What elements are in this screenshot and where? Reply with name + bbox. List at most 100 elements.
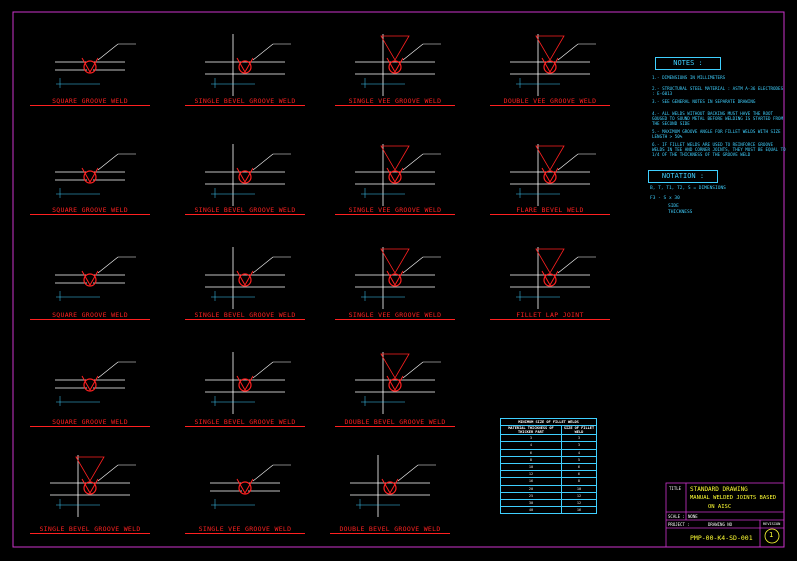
sheet-border [12, 11, 785, 548]
table-cell: 10 [560, 484, 598, 493]
notation-line-1: B, T, T1, T2, S = DIMENSIONS [650, 186, 726, 191]
weld-label: SINGLE BEVEL GROOVE WELD [30, 525, 150, 534]
table-cell: 5 [560, 455, 598, 464]
weld-label: SQUARE GROOVE WELD [30, 206, 150, 215]
tb-drawing-no: PMP-00-K4-SD-001 [690, 534, 753, 542]
weld-detail [205, 34, 291, 96]
weld-label: DOUBLE BEVEL GROOVE WELD [330, 525, 450, 534]
tb-revision-label: REVISION [763, 522, 781, 526]
weld-detail [55, 153, 136, 198]
weld-label: SQUARE GROOVE WELD [30, 418, 150, 427]
table-cell: 12 [500, 470, 562, 479]
weld-detail [205, 352, 291, 414]
weld-detail [55, 361, 136, 406]
weld-detail [355, 144, 441, 206]
table-cell: 25 [500, 491, 562, 500]
table-cell: 12 [560, 491, 598, 500]
weld-detail [55, 256, 136, 301]
weld-detail [510, 34, 596, 96]
weld-label: SINGLE VEE GROOVE WELD [335, 206, 455, 215]
table-cell: 8 [560, 477, 598, 486]
weld-label: FLARE BEVEL WELD [490, 206, 610, 215]
table-cell: 40 [500, 506, 562, 515]
weld-detail [205, 247, 291, 309]
weld-label: DOUBLE VEE GROOVE WELD [490, 97, 610, 106]
table-cell: 12 [560, 498, 598, 508]
table-cell: 6 [500, 448, 562, 457]
weld-label: SINGLE VEE GROOVE WELD [335, 97, 455, 106]
note-4: 4.- ALL WELDS WITHOUT BACKING MUST HAVE … [652, 111, 784, 126]
table-cell: 10 [500, 462, 562, 472]
weld-detail [355, 34, 441, 96]
table-cell: 6 [560, 470, 598, 479]
weld-detail [205, 144, 291, 206]
weld-detail [55, 43, 136, 88]
table-cell: 16 [560, 506, 598, 515]
table-cell: 6 [560, 462, 598, 472]
weld-label: SQUARE GROOVE WELD [30, 97, 150, 106]
weld-label: FILLET LAP JOINT [490, 311, 610, 320]
weld-detail [510, 144, 596, 206]
table-cell: 20 [500, 484, 562, 493]
table-cell: 3 [560, 434, 598, 443]
weld-details [50, 34, 596, 517]
table-header: SIZE OF FILLET WELD [560, 425, 598, 436]
table-cell: 4 [500, 441, 562, 450]
table-cell: 8 [500, 455, 562, 464]
weld-detail [355, 352, 441, 414]
tb-revision: 1 [769, 531, 774, 539]
weld-label: SINGLE BEVEL GROOVE WELD [185, 206, 305, 215]
weld-label: SQUARE GROOVE WELD [30, 311, 150, 320]
tb-subject: MANUAL WELDED JOINTS BASED [690, 495, 777, 501]
weld-detail [210, 464, 291, 509]
notation-line-3: SIDE [668, 204, 679, 209]
tb-title-label: TITLE [669, 486, 682, 491]
notes-title: NOTES : [655, 57, 721, 70]
notation-title: NOTATION : [648, 170, 718, 183]
table-title: MINIMUM SIZE OF FILLET WELDS [500, 417, 597, 427]
weld-label: SINGLE BEVEL GROOVE WELD [185, 418, 305, 427]
note-2: 2.- STRUCTURAL STEEL MATERIAL : ASTM A-3… [652, 86, 784, 96]
weld-detail [355, 247, 441, 309]
tb-subject-2: ON AISC [708, 504, 732, 510]
tb-drawing-no-label: DRAWING NO [708, 522, 733, 527]
weld-label: SINGLE BEVEL GROOVE WELD [185, 97, 305, 106]
tb-scale-value: NONE [688, 514, 698, 519]
tb-drawing-type: STANDARD DRAWING [690, 486, 748, 493]
note-1: 1.- DIMENSIONS IN MILLIMETERS [652, 75, 726, 80]
table-header: MATERIAL THICKNESS OF THICKER PART [500, 425, 562, 436]
title-block-frame [665, 482, 785, 548]
table-cell: 30 [500, 498, 562, 508]
weld-label: SINGLE VEE GROOVE WELD [335, 311, 455, 320]
weld-label: SINGLE BEVEL GROOVE WELD [185, 311, 305, 320]
weld-detail [510, 247, 596, 309]
note-3: 3.- SEE GENERAL NOTES IN SEPARATE DRAWIN… [652, 99, 756, 104]
table-cell: 3 [500, 434, 562, 443]
note-5: 5.- MAXIMUM GROOVE ANGLE FOR FILLET WELD… [652, 129, 781, 139]
notation-line-2: F3 - S x 30 [650, 196, 680, 201]
fillet-size-table: MINIMUM SIZE OF FILLET WELDS MATERIAL TH… [500, 417, 598, 515]
note-6: 6.- IF FILLET WELDS ARE USED TO REINFORC… [652, 142, 786, 157]
weld-label: DOUBLE BEVEL GROOVE WELD [335, 418, 455, 427]
table-cell: 3 [560, 441, 598, 450]
weld-detail [50, 455, 136, 517]
weld-label: SINGLE VEE GROOVE WELD [185, 525, 305, 534]
tb-scale-label: SCALE : [668, 514, 685, 519]
tb-project-label: PROJECT : [668, 522, 690, 527]
revision-circle [764, 528, 780, 544]
notation-line-4: THICKNESS [668, 210, 693, 215]
weld-detail [350, 455, 436, 517]
table-cell: 4 [560, 448, 598, 457]
